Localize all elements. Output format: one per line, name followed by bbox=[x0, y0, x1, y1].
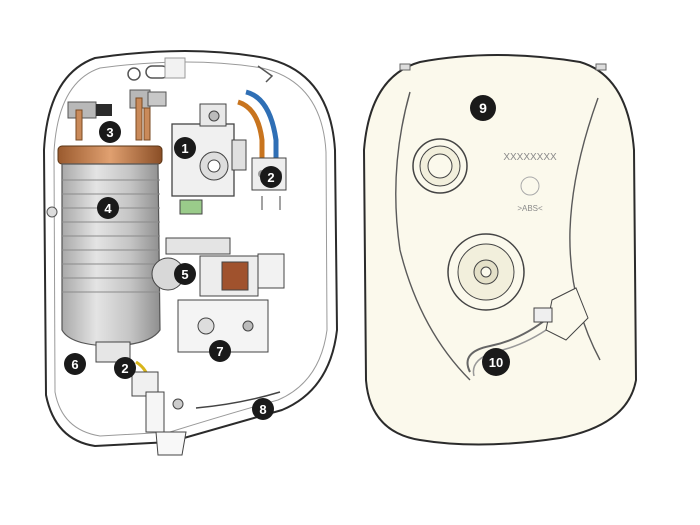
material-text: >ABS< bbox=[517, 204, 543, 213]
callout-5: 5 bbox=[174, 263, 196, 285]
recycle-icon bbox=[520, 176, 540, 196]
callout-10-label: 10 bbox=[489, 355, 503, 370]
cable-connector bbox=[466, 287, 589, 377]
callout-2a: 2 bbox=[260, 166, 282, 188]
cover-tab bbox=[595, 63, 607, 71]
callout-3-label: 3 bbox=[106, 125, 113, 140]
callout-2a-label: 2 bbox=[267, 170, 274, 185]
open-unit: 1 2 3 4 5 6 2 7 8 bbox=[42, 50, 339, 456]
gasket-lip bbox=[195, 391, 281, 409]
blue-wire bbox=[245, 89, 279, 160]
callout-4: 4 bbox=[97, 197, 119, 219]
mount-hole bbox=[127, 67, 141, 81]
callout-7-label: 7 bbox=[216, 344, 223, 359]
callout-9: 9 bbox=[470, 95, 496, 121]
callout-7: 7 bbox=[209, 340, 231, 362]
callout-6-label: 6 bbox=[71, 357, 78, 372]
callout-8-label: 8 bbox=[259, 402, 266, 417]
callout-2b-label: 2 bbox=[121, 361, 128, 376]
callout-10: 10 bbox=[482, 348, 510, 376]
code-text: XXXXXXXX bbox=[503, 152, 557, 163]
callout-8: 8 bbox=[252, 398, 274, 420]
lower-knob-socket bbox=[447, 233, 525, 311]
terminal-brackets bbox=[67, 89, 167, 141]
callout-1-label: 1 bbox=[181, 141, 188, 156]
screw bbox=[172, 398, 184, 410]
callout-9-label: 9 bbox=[479, 100, 487, 116]
callout-5-label: 5 bbox=[181, 267, 188, 282]
cover-tab bbox=[399, 63, 411, 71]
callout-2b: 2 bbox=[114, 357, 136, 379]
upper-knob-socket bbox=[412, 138, 468, 194]
pressure-switch bbox=[171, 103, 247, 215]
orange-wire bbox=[237, 99, 265, 160]
contour-left bbox=[395, 91, 471, 381]
bottom-parts bbox=[95, 341, 187, 456]
cover-unit: XXXXXXXX >ABS< 9 10 bbox=[362, 54, 638, 446]
solenoid-valve bbox=[151, 237, 285, 297]
callout-6: 6 bbox=[64, 353, 86, 375]
callout-3: 3 bbox=[99, 121, 121, 143]
screw bbox=[46, 206, 58, 218]
top-clip bbox=[164, 57, 186, 79]
inner-rim bbox=[53, 61, 328, 437]
heater-can bbox=[46, 145, 163, 347]
callout-4-label: 4 bbox=[104, 201, 112, 216]
corner-clip bbox=[257, 65, 274, 83]
callout-1: 1 bbox=[174, 137, 196, 159]
